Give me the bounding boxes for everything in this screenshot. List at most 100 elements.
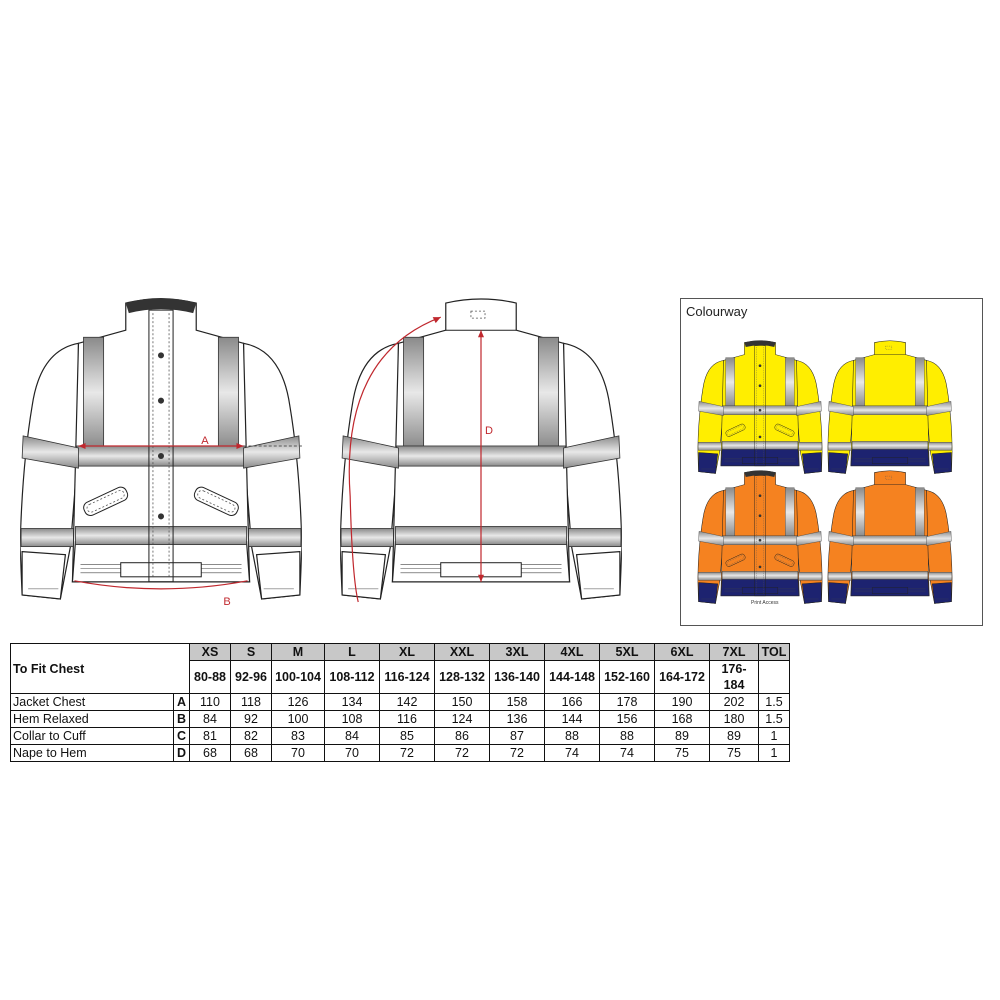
measurement-value: 156 — [599, 710, 655, 728]
chest-range-cell: 164-172 — [654, 660, 710, 694]
measurement-value: 74 — [599, 744, 655, 762]
measurement-value: 70 — [271, 744, 325, 762]
measurement-value: 84 — [189, 710, 231, 728]
chest-range-cell: 136-140 — [489, 660, 545, 694]
measurement-code: B — [173, 710, 190, 728]
measurement-label: Jacket Chest — [10, 693, 174, 711]
back-jacket-drawing: C D — [340, 298, 622, 603]
measurement-value: 87 — [489, 727, 545, 745]
measurement-value: 75 — [654, 744, 710, 762]
colourway-panel: Colourway Print Access — [680, 298, 983, 626]
measurement-value: 83 — [271, 727, 325, 745]
measurement-value: 108 — [324, 710, 380, 728]
measurement-value: 118 — [230, 693, 272, 711]
measurement-value: 202 — [709, 693, 759, 711]
measurement-value: 168 — [654, 710, 710, 728]
chest-range-cell: 108-112 — [324, 660, 380, 694]
measurement-value: 70 — [324, 744, 380, 762]
measurement-code: A — [173, 693, 190, 711]
measurement-code: C — [173, 727, 190, 745]
chest-range-cell: 92-96 — [230, 660, 272, 694]
measurement-value: 110 — [189, 693, 231, 711]
orange-back-jacket — [827, 470, 953, 604]
chest-range-cell: 116-124 — [379, 660, 435, 694]
measurement-label: Collar to Cuff — [10, 727, 174, 745]
measurement-value: 144 — [544, 710, 600, 728]
size-header: 5XL — [599, 643, 655, 661]
chest-range-cell: 100-104 — [271, 660, 325, 694]
measurement-value: 190 — [654, 693, 710, 711]
measurement-value: 178 — [599, 693, 655, 711]
measurement-value: 134 — [324, 693, 380, 711]
measurement-value: 166 — [544, 693, 600, 711]
tolerance-value: 1.5 — [758, 693, 790, 711]
measurement-value: 180 — [709, 710, 759, 728]
size-header: L — [324, 643, 380, 661]
label-d: D — [485, 425, 493, 437]
tolerance-value: 1 — [758, 727, 790, 745]
measurement-value: 126 — [271, 693, 325, 711]
measurement-value: 124 — [434, 710, 490, 728]
measurement-value: 136 — [489, 710, 545, 728]
measurement-value: 74 — [544, 744, 600, 762]
measurement-value: 92 — [230, 710, 272, 728]
measurement-value: 72 — [379, 744, 435, 762]
measurement-value: 100 — [271, 710, 325, 728]
front-jacket-drawing: A B — [20, 297, 302, 607]
measurement-value: 89 — [709, 727, 759, 745]
size-header: M — [271, 643, 325, 661]
colourway-title: Colourway — [686, 304, 748, 319]
orange-front-jacket — [697, 470, 823, 604]
measurement-value: 72 — [434, 744, 490, 762]
measurement-value: 84 — [324, 727, 380, 745]
chest-range-cell: 144-148 — [544, 660, 600, 694]
size-header: S — [230, 643, 272, 661]
size-header: XXL — [434, 643, 490, 661]
to-fit-chest-header: To Fit Chest — [10, 643, 190, 694]
label-a: A — [201, 435, 209, 447]
measurement-value: 150 — [434, 693, 490, 711]
dimension-a: A — [78, 435, 244, 449]
size-header: 4XL — [544, 643, 600, 661]
measurement-value: 85 — [379, 727, 435, 745]
tolerance-value: 1 — [758, 744, 790, 762]
measurement-value: 88 — [544, 727, 600, 745]
chest-range-cell: 80-88 — [189, 660, 231, 694]
dimension-c: C — [348, 316, 441, 603]
size-header: 3XL — [489, 643, 545, 661]
measurement-value: 89 — [654, 727, 710, 745]
chest-range-cell: 152-160 — [599, 660, 655, 694]
measurement-value: 75 — [709, 744, 759, 762]
measurement-value: 72 — [489, 744, 545, 762]
size-header: 7XL — [709, 643, 759, 661]
dimension-d: D — [477, 330, 493, 582]
yellow-front-jacket — [697, 340, 823, 474]
empty-cell — [758, 660, 790, 694]
measurement-value: 81 — [189, 727, 231, 745]
print-access-note: Print Access — [751, 600, 779, 606]
size-header: XL — [379, 643, 435, 661]
measurement-label: Hem Relaxed — [10, 710, 174, 728]
measurement-value: 86 — [434, 727, 490, 745]
measurement-value: 142 — [379, 693, 435, 711]
measurement-value: 116 — [379, 710, 435, 728]
measurement-value: 82 — [230, 727, 272, 745]
chest-range-cell: 128-132 — [434, 660, 490, 694]
measurement-value: 68 — [189, 744, 231, 762]
tolerance-value: 1.5 — [758, 710, 790, 728]
measurement-code: D — [173, 744, 190, 762]
dimension-b: B — [74, 580, 248, 607]
measurement-value: 68 — [230, 744, 272, 762]
size-header: 6XL — [654, 643, 710, 661]
measurement-label: Nape to Hem — [10, 744, 174, 762]
size-header: XS — [189, 643, 231, 661]
measurement-value: 158 — [489, 693, 545, 711]
yellow-back-jacket — [827, 340, 953, 474]
tolerance-header: TOL — [758, 643, 790, 661]
